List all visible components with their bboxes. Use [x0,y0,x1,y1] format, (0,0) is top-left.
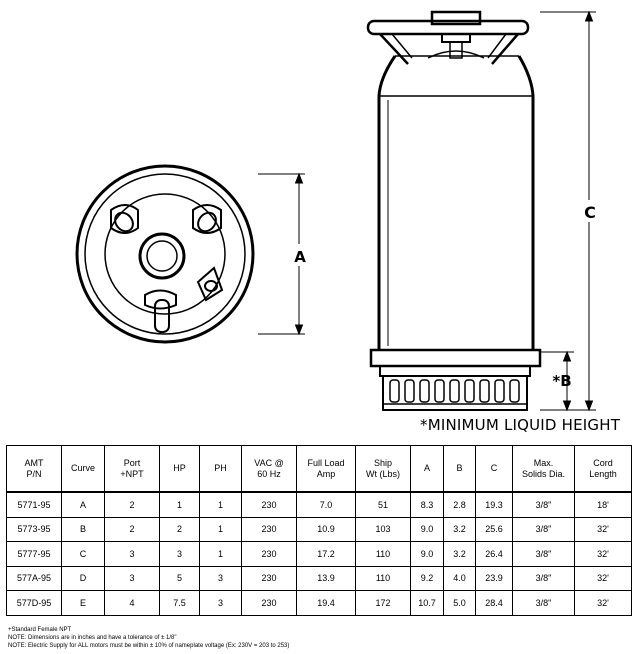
table-cell: 5 [159,565,200,591]
pump-drawing: A [75,10,596,412]
table-cell: 4 [104,590,160,616]
table-cell: 110 [355,541,411,567]
table-cell: 1 [199,491,242,518]
table-cell: 3/8" [512,516,575,542]
pump-bottom-view [75,164,255,344]
table-cell: 172 [355,590,411,616]
table-cell: 5771-95 [6,491,62,518]
header-c: C [475,445,513,493]
table-cell: 2.8 [443,491,476,518]
table-cell: 230 [241,590,297,616]
table-cell: 17.2 [296,541,356,567]
table-cell: 32' [574,565,632,591]
table-cell: 3 [104,565,160,591]
spec-table: AMT P/N Curve Port +NPT HP PH VAC @ 60 H… [6,445,632,616]
table-cell: 1 [199,516,242,542]
dimension-b-line [540,350,574,412]
header-ship-wt: Ship Wt (Lbs) [355,445,411,493]
table-cell: 32' [574,516,632,542]
table-cell: 230 [241,541,297,567]
table-cell: 23.9 [475,565,513,591]
header-ph: PH [199,445,242,493]
table-cell: 18' [574,491,632,518]
table-cell: 230 [241,491,297,518]
table-cell: 577D-95 [6,590,62,616]
table-row: 577A-95 D 3 5 3 230 13.9 110 9.2 4.0 23.… [6,565,632,591]
header-max-solids: Max. Solids Dia. [512,445,575,493]
table-cell: 13.9 [296,565,356,591]
dimension-c-label: C [584,203,596,222]
dimension-a-line [258,172,305,336]
table-cell: 51 [355,491,411,518]
table-cell: 8.3 [410,491,444,518]
table-cell: 9.2 [410,565,444,591]
table-cell: 3/8" [512,491,575,518]
table-cell: 2 [104,491,160,518]
pump-side-view [366,10,542,411]
header-a: A [410,445,444,493]
table-cell: 5773-95 [6,516,62,542]
header-port: Port +NPT [104,445,160,493]
table-cell: 7.0 [296,491,356,518]
table-cell: 3.2 [443,516,476,542]
table-cell: 3/8" [512,565,575,591]
table-cell: 19.4 [296,590,356,616]
dimension-c-line [540,10,596,412]
header-cord-length: Cord Length [574,445,632,493]
table-cell: 32' [574,590,632,616]
table-cell: 9.0 [410,516,444,542]
table-cell: 1 [199,541,242,567]
header-b: B [443,445,476,493]
table-cell: 2 [104,516,160,542]
table-cell: 10.7 [410,590,444,616]
table-cell: 32' [574,541,632,567]
table-cell: 5.0 [443,590,476,616]
header-full-load-amp: Full Load Amp [296,445,356,493]
header-curve: Curve [61,445,105,493]
table-cell: 103 [355,516,411,542]
table-row: 5771-95 A 2 1 1 230 7.0 51 8.3 2.8 19.3 … [6,491,632,518]
table-cell: 7.5 [159,590,200,616]
footnotes: +Standard Female NPT NOTE: Dimensions ar… [8,626,289,650]
table-cell: 3/8" [512,590,575,616]
table-cell: 5777-95 [6,541,62,567]
footnote-npt: +Standard Female NPT [8,627,72,633]
dimension-b-label: *B [552,372,571,390]
footnote-electric-supply: NOTE: Electric Supply for ALL motors mus… [8,643,290,649]
table-cell: 3 [159,541,200,567]
table-cell: 26.4 [475,541,513,567]
table-row: 5773-95 B 2 2 1 230 10.9 103 9.0 3.2 25.… [6,516,632,542]
minimum-liquid-height-label: *MINIMUM LIQUID HEIGHT [420,416,621,434]
table-cell: 110 [355,565,411,591]
table-row: 5777-95 C 3 3 1 230 17.2 110 9.0 3.2 26.… [6,541,632,567]
table-cell: 19.3 [475,491,513,518]
table-cell: 3/8" [512,541,575,567]
table-cell: 230 [241,516,297,542]
footnote-dimensions: NOTE: Dimensions are in inches and have … [8,635,177,641]
table-cell: 10.9 [296,516,356,542]
header-amt-pn: AMT P/N [6,445,62,493]
table-cell: 4.0 [443,565,476,591]
header-hp: HP [159,445,200,493]
table-cell: B [61,516,105,542]
table-cell: 3 [104,541,160,567]
table-cell: 577A-95 [6,565,62,591]
table-cell: D [61,565,105,591]
table-cell: 3.2 [443,541,476,567]
header-vac: VAC @ 60 Hz [241,445,297,493]
table-cell: 9.0 [410,541,444,567]
table-cell: 3 [199,565,242,591]
table-cell: C [61,541,105,567]
table-cell: E [61,590,105,616]
table-cell: 230 [241,565,297,591]
table-cell: 1 [159,491,200,518]
table-row: 577D-95 E 4 7.5 3 230 19.4 172 10.7 5.0 … [6,590,632,616]
table-cell: 25.6 [475,516,513,542]
table-cell: 28.4 [475,590,513,616]
table-cell: 2 [159,516,200,542]
table-header-row: AMT P/N Curve Port +NPT HP PH VAC @ 60 H… [6,445,632,493]
dimension-a-label: A [294,248,306,266]
table-cell: 3 [199,590,242,616]
table-cell: A [61,491,105,518]
